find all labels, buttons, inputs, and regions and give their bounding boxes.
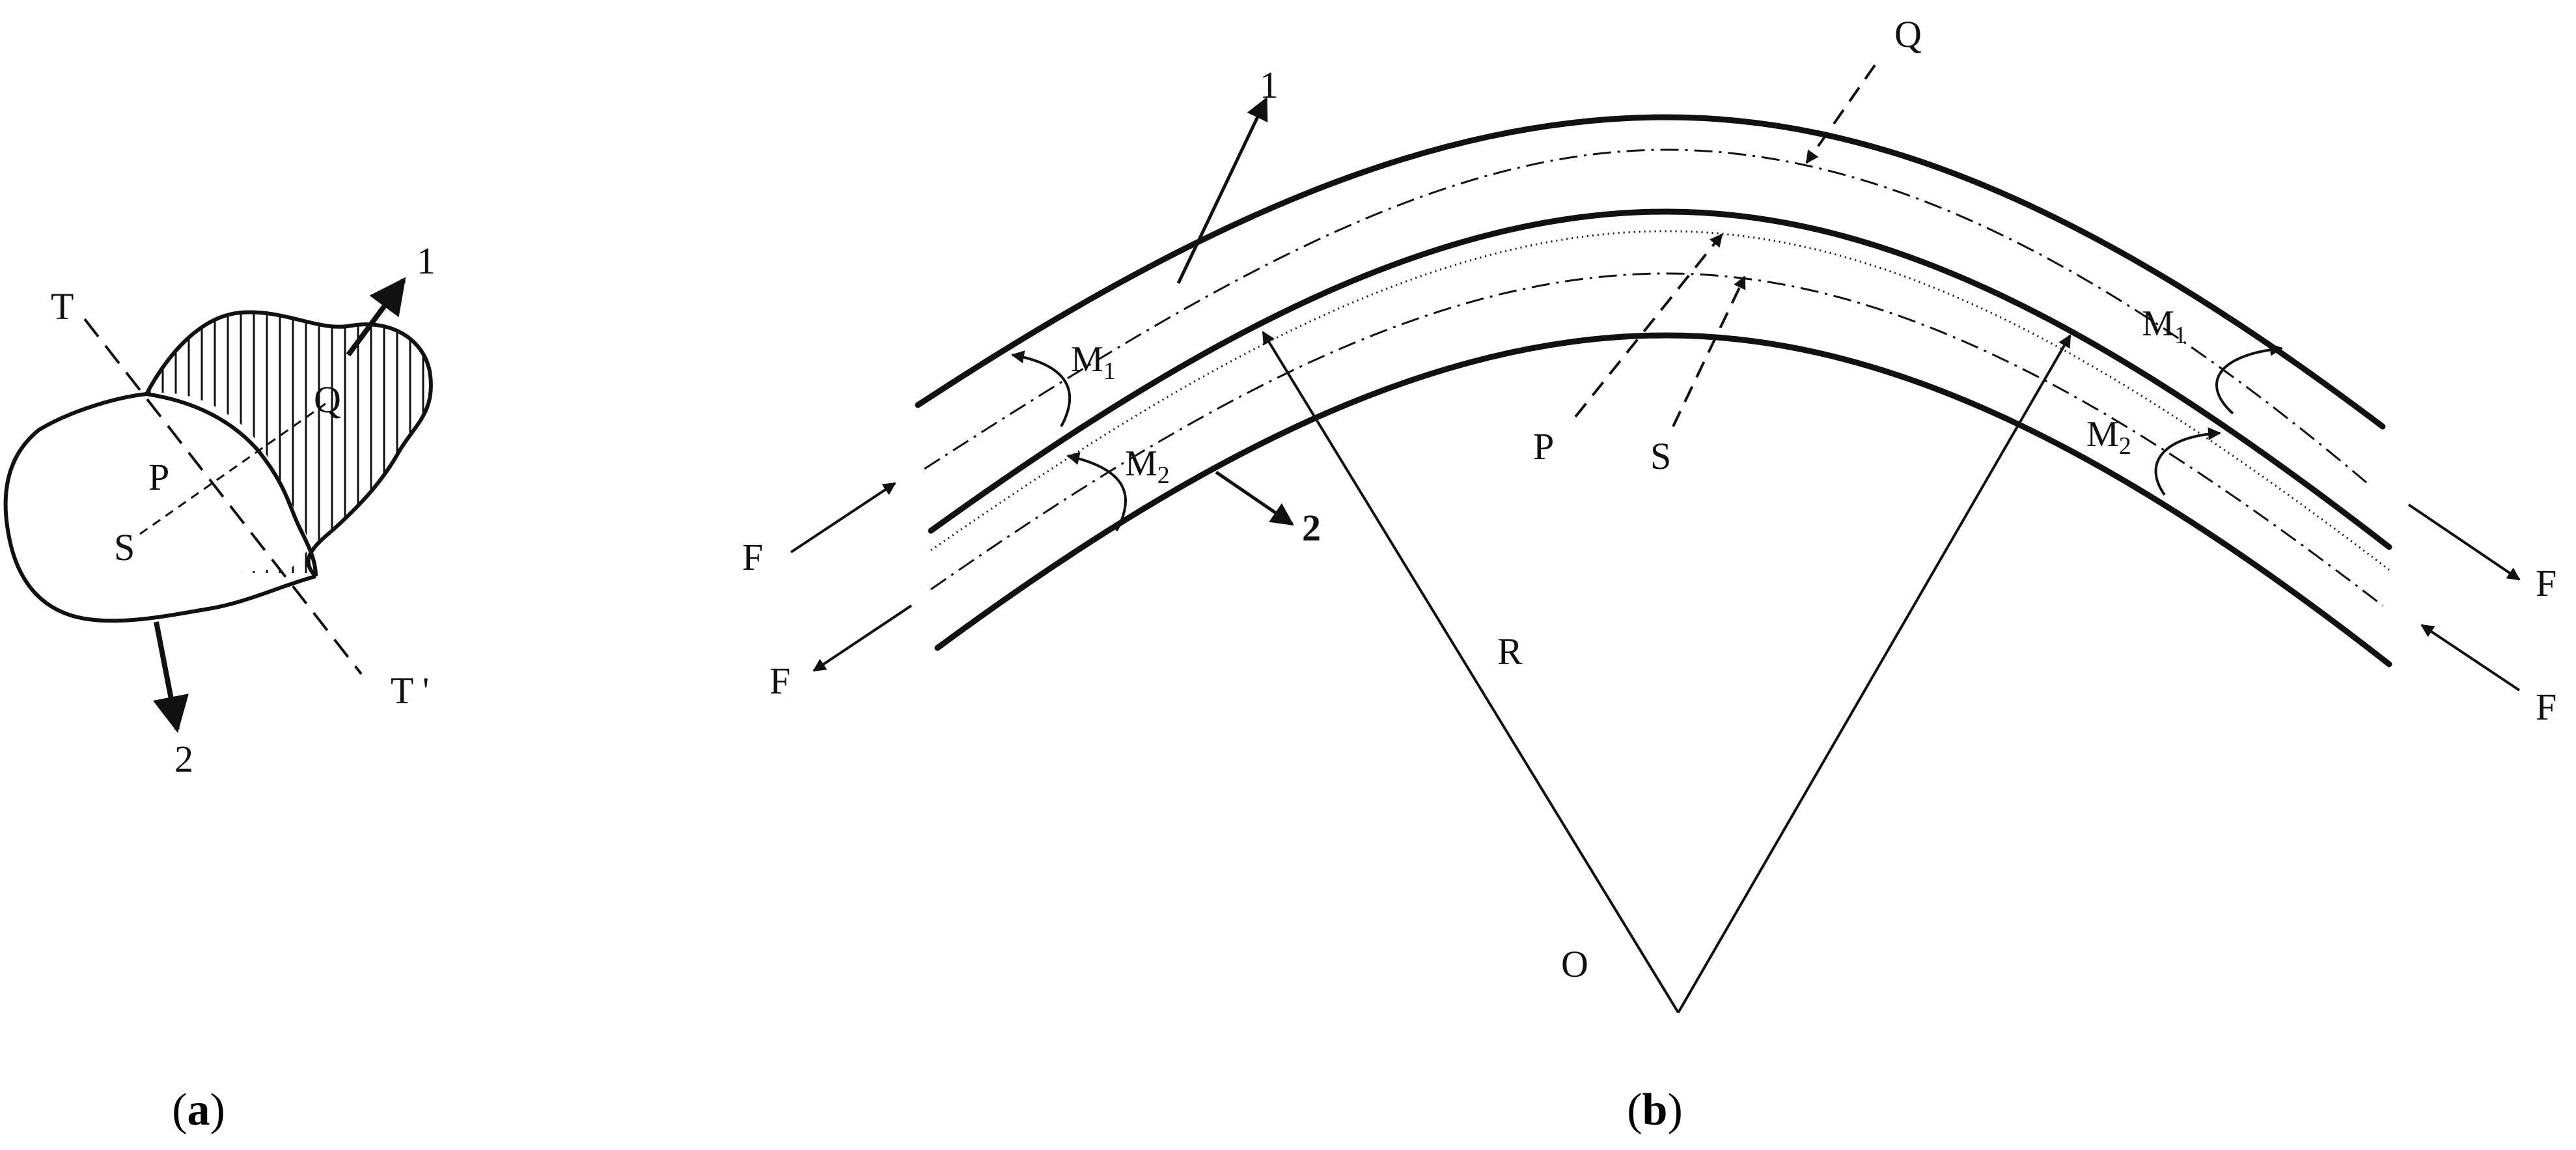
interface-boundary xyxy=(928,208,2392,550)
label-arrow-2: 2 xyxy=(174,738,193,780)
label-r: R xyxy=(1497,630,1523,673)
panel-b: Q P S R O 1 2 M1 M2 M1 M2 F F F F (b) xyxy=(742,13,2556,1135)
force-left-lower xyxy=(812,604,913,672)
grain-1 xyxy=(146,312,431,576)
pointer-p xyxy=(1574,233,1723,418)
label-t: T xyxy=(51,285,74,328)
force-left-upper xyxy=(790,482,896,554)
label-m2-right: M2 xyxy=(2086,414,2131,460)
moment-arc-m1-right xyxy=(2215,343,2283,415)
label-q-b: Q xyxy=(1894,13,1922,55)
label-p-b: P xyxy=(1533,425,1554,468)
layer-2-inner-boundary xyxy=(934,332,2392,667)
arrow-2-direction xyxy=(1215,470,1294,526)
label-p: P xyxy=(148,456,169,498)
grain-2 xyxy=(3,392,316,623)
radius-line-right xyxy=(1677,334,2071,1014)
force-right-lower xyxy=(2420,624,2521,692)
label-o: O xyxy=(1561,943,1588,985)
label-f-left-upper: F xyxy=(742,536,763,578)
label-m1-right: M1 xyxy=(2142,303,2187,349)
label-arrow-2-b: 2 xyxy=(1302,507,1321,549)
force-right-upper xyxy=(2407,503,2521,581)
label-f-right-upper: F xyxy=(2536,562,2556,604)
label-m2-left: M2 xyxy=(1125,443,1170,489)
arrow-1 xyxy=(346,277,406,357)
radius-line-left xyxy=(1262,331,1680,1014)
moment-arc-m1-left xyxy=(1011,350,1072,427)
moment-arc-m2-right xyxy=(2154,427,2221,496)
arrow-2 xyxy=(152,621,189,733)
neutral-layer-line xyxy=(930,230,2390,571)
layer-1-outer-boundary xyxy=(915,114,2386,430)
label-arrow-1: 1 xyxy=(417,240,436,282)
pointer-s xyxy=(1672,275,1746,427)
label-s-b: S xyxy=(1650,435,1671,477)
moment-arc-m2-left xyxy=(1066,452,1127,531)
trace-line-t xyxy=(83,318,363,675)
label-q: Q xyxy=(314,378,341,421)
label-m1-left: M1 xyxy=(1071,339,1116,385)
layer-1-midline xyxy=(924,148,2370,486)
arrow-1-direction xyxy=(1176,96,1268,285)
caption-a: (a) xyxy=(172,1085,225,1135)
label-t-prime: T ' xyxy=(391,669,429,712)
panel-a: T T ' Q P S 1 2 (a) xyxy=(3,240,436,1135)
grain-boundary xyxy=(146,392,318,577)
caption-b: (b) xyxy=(1627,1085,1683,1135)
label-s: S xyxy=(114,526,135,568)
grain-1-outline xyxy=(145,310,433,578)
label-f-right-lower: F xyxy=(2536,686,2556,728)
pointer-q xyxy=(1805,64,1876,164)
label-f-left-lower: F xyxy=(769,660,790,702)
layer-2-midline xyxy=(930,272,2383,607)
line-s-q xyxy=(139,402,326,535)
label-arrow-1-b: 1 xyxy=(1260,64,1279,106)
